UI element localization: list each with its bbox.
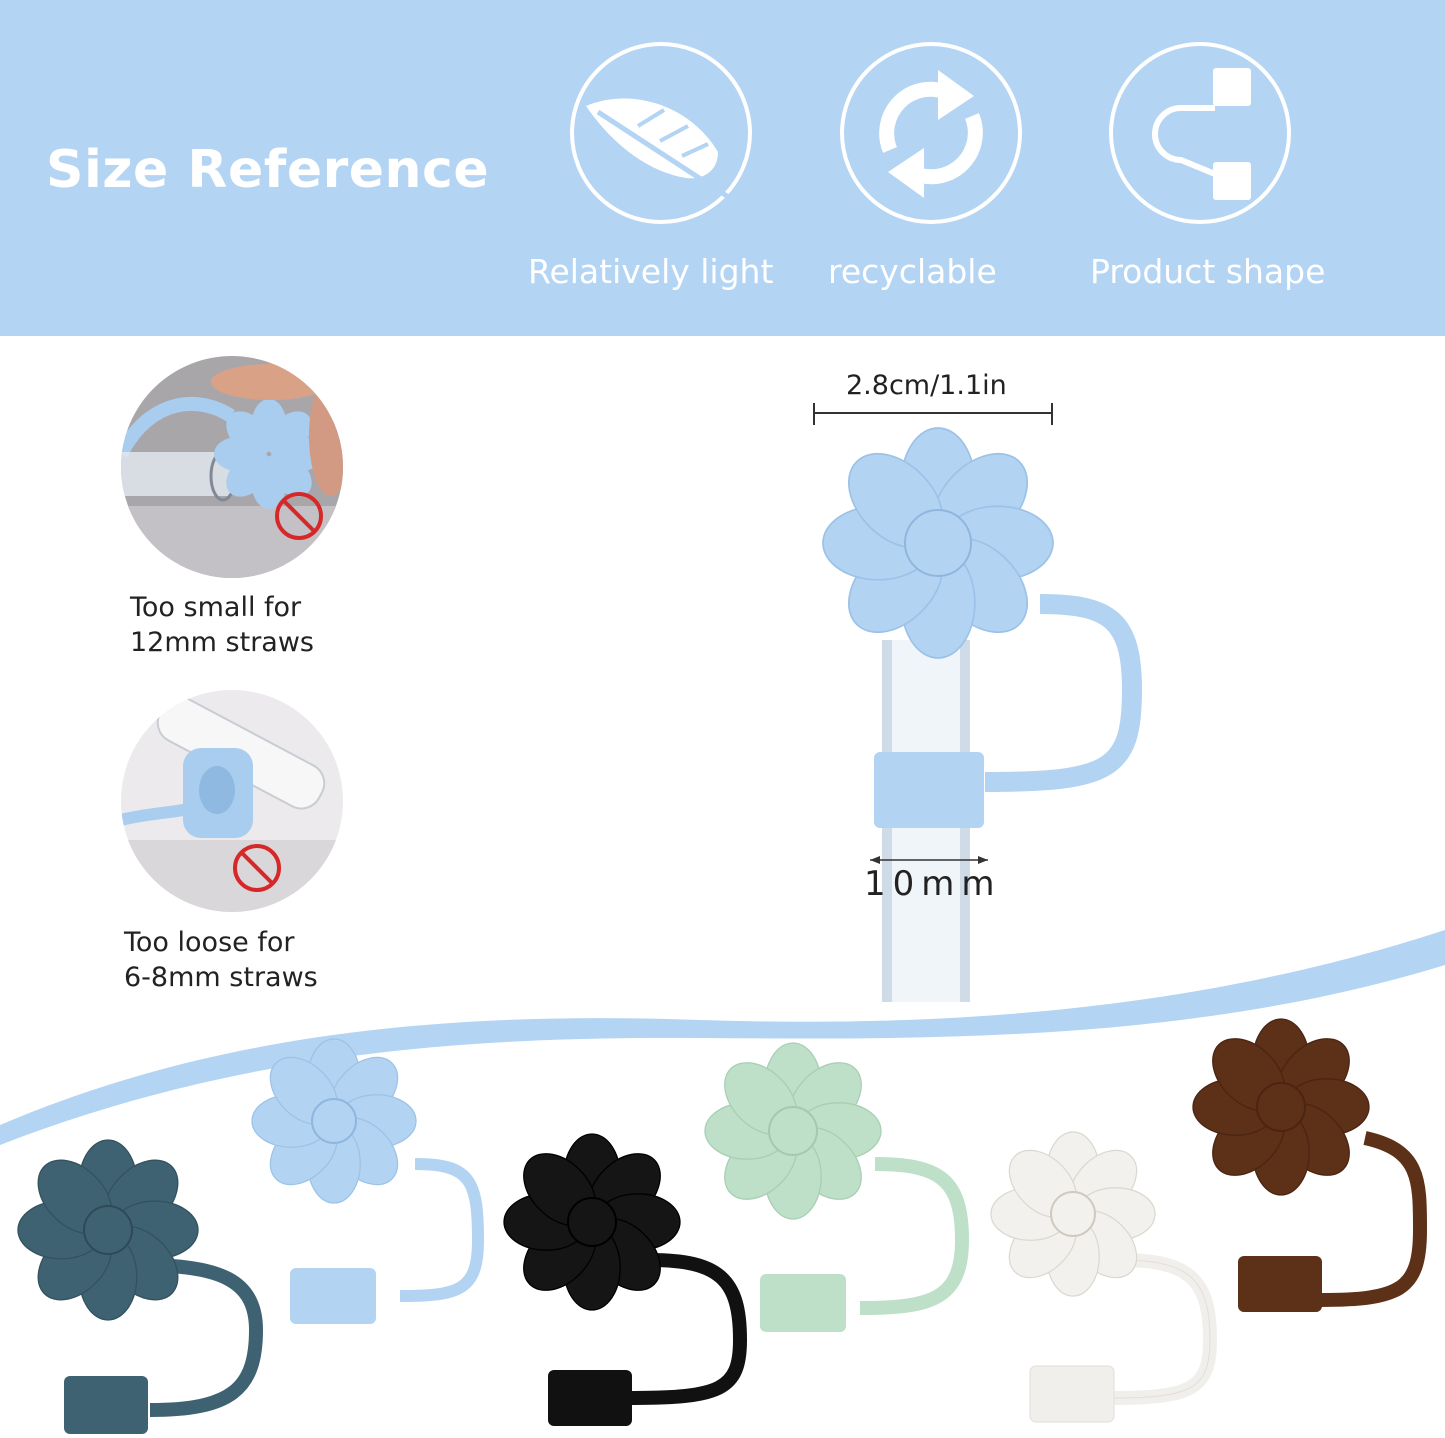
variant-black: [503, 1133, 748, 1426]
too-small-line1: Too small for: [130, 592, 302, 623]
width-dimension-label: 2.8cm/1.1in: [846, 370, 1007, 401]
variant-slate-blue: [17, 1139, 264, 1434]
feature-label-shape: Product shape: [1090, 252, 1326, 291]
straw-shape-icon: [1107, 40, 1293, 226]
main-product-illustration: [813, 403, 1143, 1002]
page-title: Size Reference: [46, 140, 490, 200]
variant-white: [990, 1131, 1218, 1423]
too-small-line2: 12mm straws: [130, 627, 314, 658]
recycle-icon: [838, 40, 1024, 226]
diameter-dimension-label: 10mm: [864, 864, 1002, 904]
too-small-note: Too small for 12mm straws: [130, 590, 314, 660]
too-loose-line1: Too loose for: [124, 927, 295, 958]
variant-light-blue: [251, 1038, 485, 1324]
feature-label-light: Relatively light: [528, 252, 774, 291]
feature-label-recyclable: recyclable: [828, 252, 997, 291]
too-loose-note: Too loose for 6-8mm straws: [124, 925, 318, 995]
variant-mint-green: [704, 1042, 970, 1332]
feather-icon: [568, 40, 754, 226]
variant-brown: [1192, 1018, 1428, 1312]
too-loose-line2: 6-8mm straws: [124, 962, 318, 993]
